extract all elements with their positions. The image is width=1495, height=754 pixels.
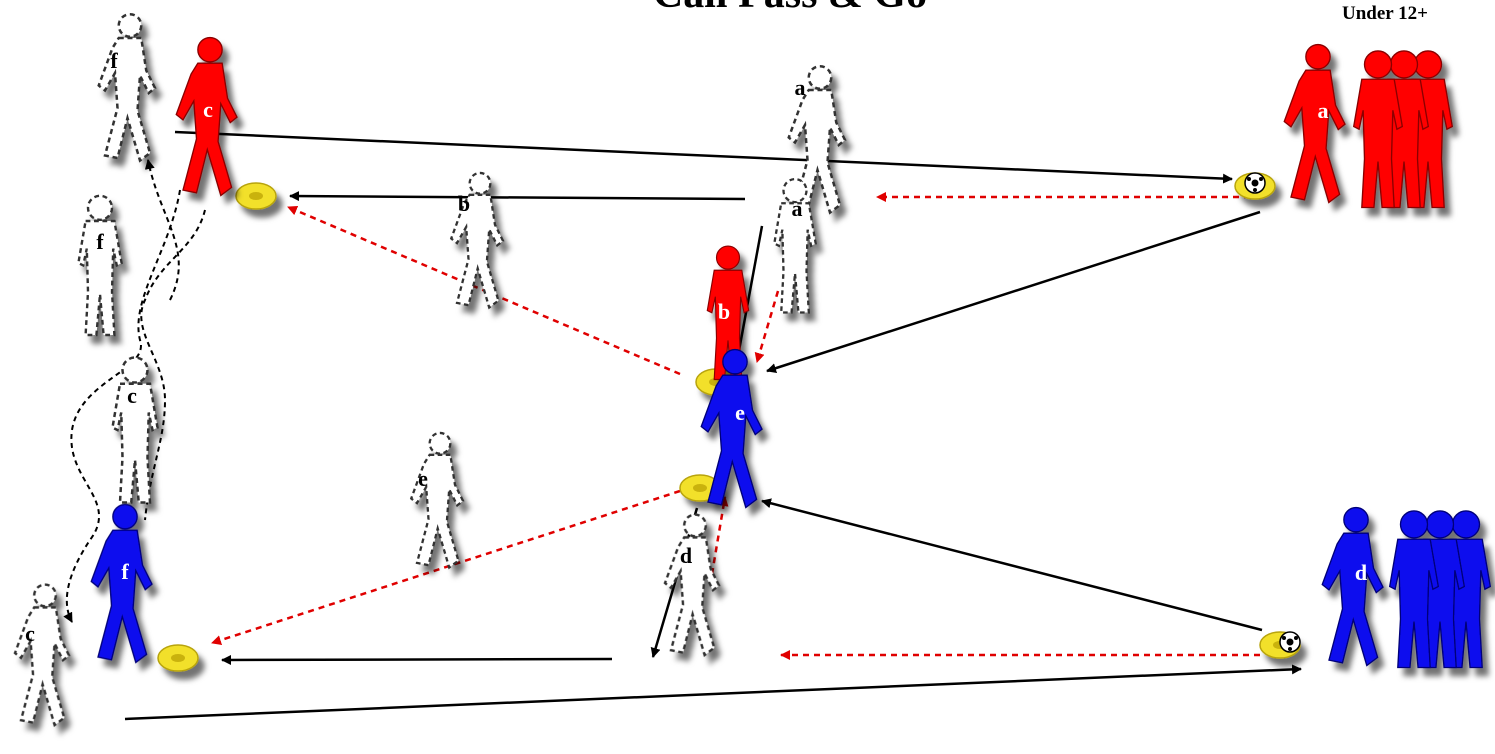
run-line [124, 664, 1302, 721]
run-line [289, 191, 746, 202]
player-labels: a d c b e f a a b f f c c e d [25, 48, 1367, 646]
ball-passes [211, 192, 1260, 660]
player-label: f [110, 48, 118, 73]
red-queue [1283, 43, 1453, 209]
player-label: c [203, 97, 213, 122]
run-line [761, 498, 1263, 632]
cone [235, 182, 277, 210]
pass-line [710, 496, 729, 575]
queue-player [1283, 43, 1346, 204]
player-label: d [680, 543, 692, 568]
ghost-player [410, 431, 465, 569]
run-line [221, 654, 613, 665]
ball-icon [1279, 631, 1301, 653]
player-label: a [795, 75, 806, 100]
ghost-player [111, 356, 159, 504]
run-line [736, 225, 764, 357]
player-label: e [735, 400, 745, 425]
ghost-player [97, 13, 157, 162]
drill-title: Call Pass & Go [560, 0, 1020, 18]
player-label: f [121, 559, 129, 584]
dribble-path [63, 189, 181, 623]
player-label: f [96, 229, 104, 254]
player-label: b [718, 299, 730, 324]
player-label: d [1355, 560, 1367, 585]
ghost-player [13, 583, 71, 727]
blue-queue [1321, 506, 1491, 669]
player-label: b [458, 191, 470, 216]
ghost-player [77, 194, 123, 337]
player-label: a [1318, 98, 1329, 123]
run-line [174, 130, 1233, 184]
player-label: c [127, 383, 137, 408]
dribble-paths [63, 159, 206, 623]
cone [157, 644, 199, 672]
dribble-path [140, 209, 206, 521]
pass-line [754, 290, 780, 363]
pass-line [211, 489, 681, 645]
player-label: e [418, 466, 428, 491]
dribble-path [144, 159, 180, 301]
player-label: a [792, 196, 803, 221]
balls [1244, 172, 1301, 653]
player-label: c [25, 621, 35, 646]
ball-icon [1244, 172, 1266, 194]
queue-player [1321, 506, 1384, 667]
age-group-label: Under 12+ [1342, 3, 1428, 24]
player-runs [124, 130, 1302, 721]
run-line [766, 210, 1261, 373]
active-players [90, 36, 763, 664]
